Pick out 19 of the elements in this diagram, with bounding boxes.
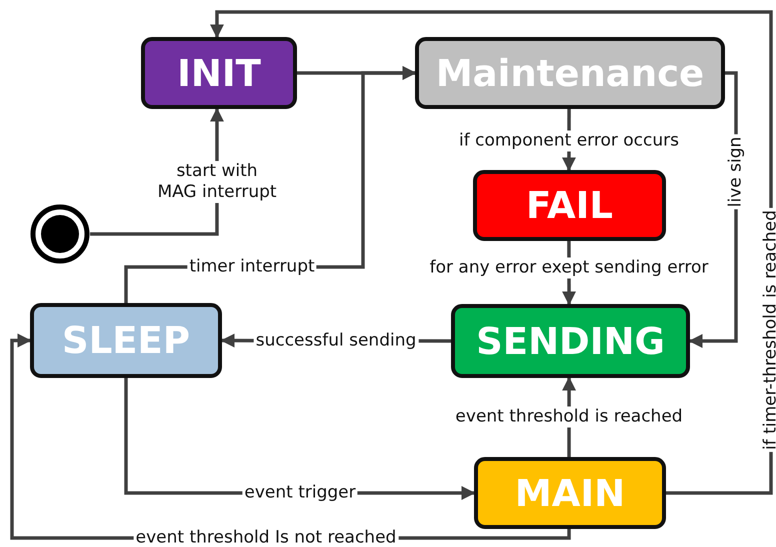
state-name: INIT — [177, 52, 261, 94]
state-box — [141, 37, 297, 109]
state-name: Maintenance — [436, 52, 704, 94]
edge-label: timer interrupt — [187, 256, 317, 278]
state-name: SENDING — [476, 320, 665, 362]
state-box — [451, 304, 690, 378]
edge-label: if timer-threshold is reached — [760, 208, 776, 452]
state-box — [473, 170, 666, 241]
start-node — [30, 204, 90, 264]
state-box — [415, 37, 725, 109]
state-name: MAIN — [514, 472, 626, 514]
edge-label: for any error exept sending error — [428, 258, 710, 278]
state-name: SLEEP — [62, 319, 190, 362]
edge-label: event trigger — [242, 482, 358, 504]
state-name: FAIL — [526, 184, 613, 227]
state-box — [30, 303, 222, 378]
edge-label: successful sending — [254, 330, 418, 352]
edge-label: live sign — [726, 134, 746, 210]
state-box — [474, 457, 666, 529]
